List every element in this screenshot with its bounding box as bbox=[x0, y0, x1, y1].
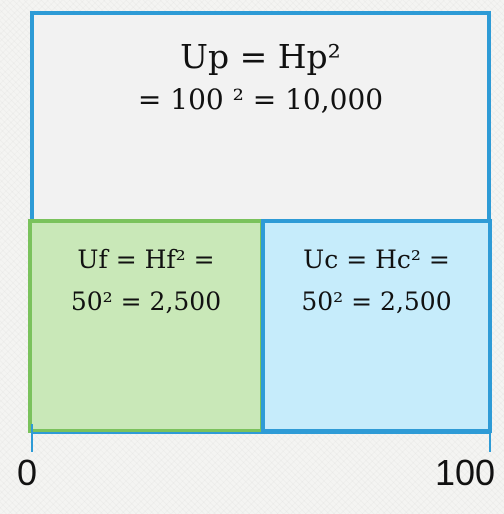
axis-label-min: 0 bbox=[17, 452, 38, 493]
axis-label-max: 100 bbox=[435, 452, 496, 493]
consumer-equation: Uc = Hc² = bbox=[303, 245, 450, 274]
firm-box bbox=[28, 219, 264, 433]
consumer-value: 50² = 2,500 bbox=[301, 287, 452, 316]
producer-equation: Up = Hp² bbox=[180, 37, 341, 76]
firm-equation: Uf = Hf² = bbox=[77, 245, 215, 274]
firm-value: 50² = 2,500 bbox=[70, 287, 222, 316]
axis-line bbox=[32, 432, 491, 434]
axis-tick-min bbox=[31, 424, 33, 452]
axis-tick-max bbox=[489, 424, 491, 452]
producer-value: = 100 ² = 10,000 bbox=[137, 83, 384, 116]
consumer-box bbox=[261, 219, 492, 433]
